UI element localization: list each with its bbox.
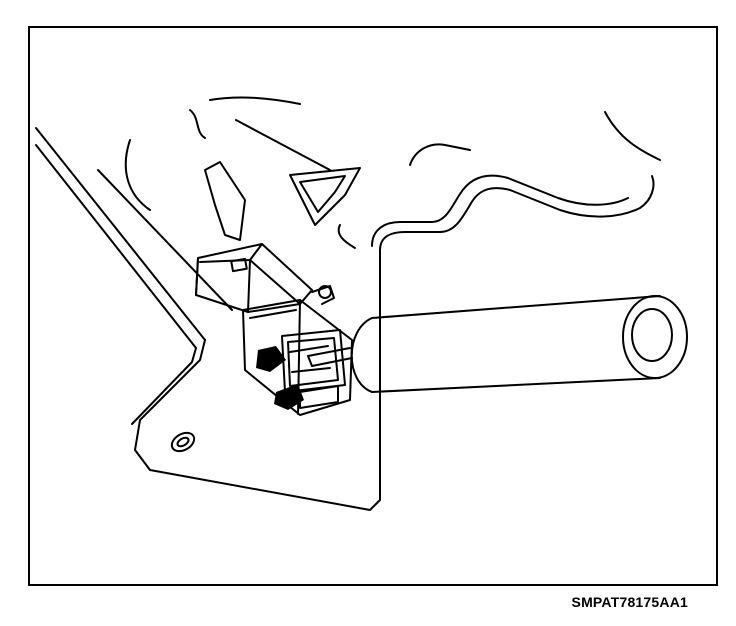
cylindrical-tool [307,295,688,393]
electrical-connector [195,243,353,416]
background-panel [124,96,661,249]
figure-code: SMPAT78175AA1 [571,594,688,610]
lock-tab-arrows [256,346,304,410]
figure-frame [28,26,718,586]
mounting-bracket [35,119,655,511]
